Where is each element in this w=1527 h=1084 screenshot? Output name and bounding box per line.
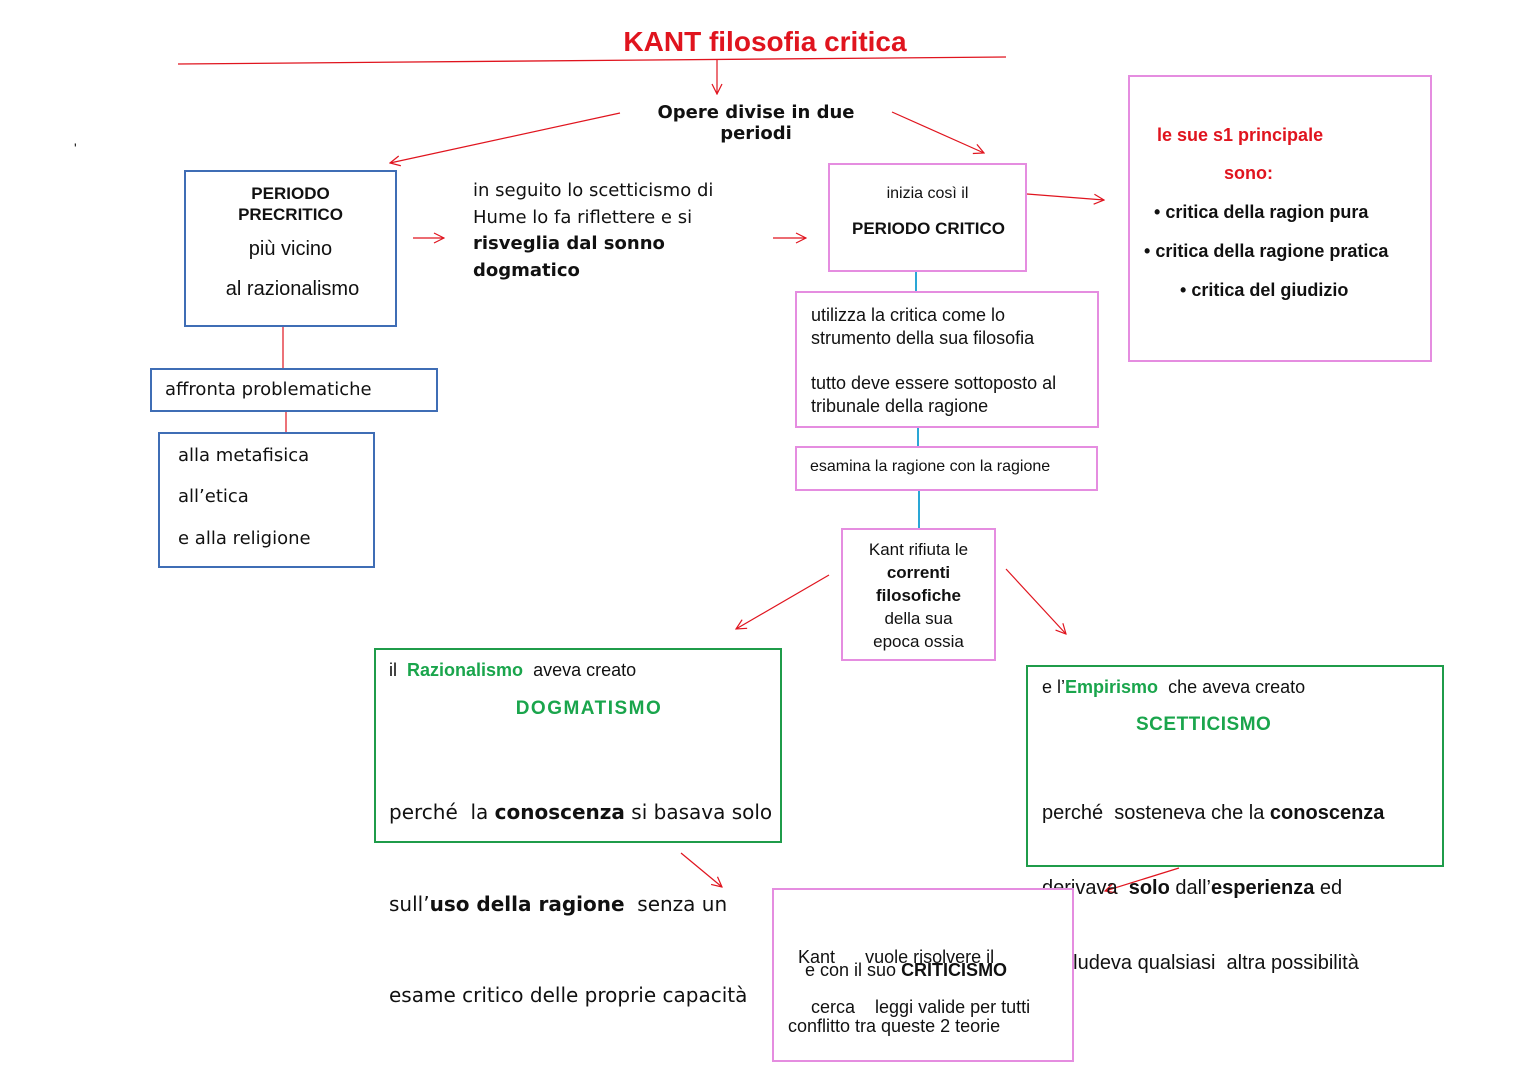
hume-line2: Hume lo fa riflettere e si: [473, 206, 693, 228]
title-underline: [177, 56, 1007, 65]
rifiuta-line1: Kant rifiuta le: [868, 540, 969, 559]
critico-box: inizia così il PERIODO CRITICO: [828, 163, 1027, 272]
empirismo-text2: derivava solo dall’esperienza ed: [1042, 877, 1343, 899]
criticismo-line3: e con il suo CRITICISMO: [805, 960, 1008, 980]
precritico-line3: più vicino: [248, 238, 333, 260]
rifiuta-line3: filosofiche: [875, 586, 961, 605]
arrow-rifiuta-to-empirismo: [1005, 568, 1066, 634]
problematiche-label: affronta problematiche: [165, 379, 372, 400]
criticismo-line4: cerca leggi valide per tutti: [811, 997, 1031, 1017]
opere-line2: sono:: [1224, 163, 1273, 183]
razionalismo-box: il Razionalismo aveva creato DOGMATISMO …: [374, 648, 782, 1007]
rifiuta-box: Kant rifiuta le correnti filosofiche del…: [841, 528, 996, 661]
empirismo-text3: escludeva qualsiasi altra possibilità: [1042, 952, 1359, 974]
empirismo-name: Empirismo: [1065, 677, 1159, 697]
empirismo-header: e l’Empirismo che aveva creato: [1042, 677, 1306, 697]
rifiuta-line4: della sua: [884, 609, 953, 628]
opere-item: • critica del giudizio: [1180, 280, 1349, 300]
razionalismo-result: DOGMATISMO: [515, 698, 663, 719]
opere-line1: le sue s1 principale: [1157, 125, 1324, 145]
hume-text: in seguito lo scetticismo di Hume lo fa …: [473, 178, 773, 284]
empirismo-result: SCETTICISMO: [1136, 714, 1272, 735]
subtitle: Opere divise in due periodi: [657, 102, 855, 144]
problematiche-list-box: alla metafisica all’etica e alla religio…: [158, 432, 375, 568]
arrow-razionalismo-to-criticismo: [680, 852, 722, 887]
razionalismo-header: il Razionalismo aveva creato: [389, 660, 637, 680]
razionalismo-text1: perché la conoscenza si basava solo: [389, 800, 773, 824]
strumento-line4: tribunale della ragione: [811, 396, 989, 416]
esamina-box: esamina la ragione con la ragione: [795, 446, 1098, 491]
critica-strumento-box: utilizza la critica come lo strumento de…: [795, 291, 1099, 428]
opere-item: • critica della ragion pura: [1154, 202, 1369, 222]
hume-line3: risveglia dal sonno dogmatico: [473, 233, 665, 281]
criticismo-line1: Kant vuole risolvere il: [798, 947, 995, 967]
criticismo-line2: conflitto tra queste 2 teorie: [788, 1016, 1001, 1036]
criticismo-box: Kant vuole risolvere il conflitto tra qu…: [772, 888, 1074, 1062]
list-item: e alla religione: [178, 528, 311, 549]
empirismo-box: e l’Empirismo che aveva creato SCETTICIS…: [1026, 665, 1444, 974]
hume-line1: in seguito lo scetticismo di: [473, 180, 714, 201]
critico-line1: inizia così il: [886, 185, 969, 202]
opere-box: le sue s1 principale sono: • critica del…: [1128, 75, 1432, 362]
esamina-label: esamina la ragione con la ragione: [810, 458, 1051, 475]
stray-mark: ': [74, 140, 77, 156]
problematiche-box: affronta problematiche: [150, 368, 438, 412]
list-item: alla metafisica: [178, 445, 310, 466]
strumento-line3: tutto deve essere sottoposto al: [811, 373, 1057, 393]
opere-item: • critica della ragione pratica: [1144, 241, 1389, 261]
arrow-subtitle-to-precritico: [390, 112, 621, 163]
list-item: all’etica: [178, 486, 249, 507]
arrow-subtitle-to-critico: [891, 111, 984, 153]
rifiuta-line5: epoca ossia: [873, 632, 964, 651]
critico-line2: PERIODO CRITICO: [851, 219, 1005, 238]
rifiuta-line2: correnti: [886, 563, 951, 582]
arrow-critico-to-opere: [1026, 193, 1104, 200]
precritico-box: PERIODO PRECRITICO più vicino al raziona…: [184, 170, 397, 327]
precritico-line1: PERIODO: [251, 184, 330, 203]
page-title: KANT filosofia critica: [623, 26, 907, 57]
strumento-line1: utilizza la critica come lo: [811, 305, 1006, 325]
razionalismo-text2: sull’uso della ragione senza un: [389, 891, 728, 916]
empirismo-text1: perché sosteneva che la conoscenza: [1042, 802, 1385, 824]
arrow-rifiuta-to-razionalismo: [736, 574, 830, 629]
arrow-empirismo-to-criticismo: [1105, 867, 1180, 891]
precritico-line2: PRECRITICO: [238, 205, 343, 224]
strumento-line2: strumento della sua filosofia: [811, 328, 1035, 348]
razionalismo-text3: esame critico delle proprie capacità: [389, 983, 748, 1007]
razionalismo-name: Razionalismo: [407, 660, 524, 680]
precritico-line4: al razionalismo: [225, 278, 360, 300]
